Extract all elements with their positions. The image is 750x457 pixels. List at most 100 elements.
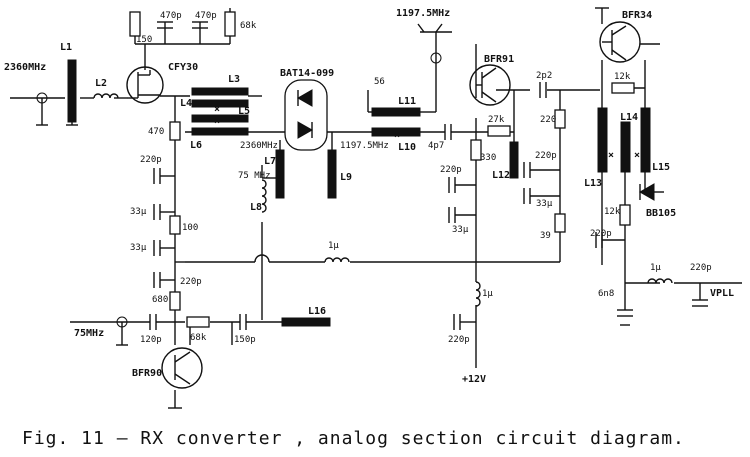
inductor-l1 bbox=[67, 59, 77, 123]
resistor-12k-b bbox=[619, 204, 631, 226]
cap-220p-f bbox=[692, 299, 708, 307]
label-c-33u-c: 33μ bbox=[536, 199, 553, 209]
wires bbox=[10, 8, 742, 408]
ground-symbols bbox=[168, 7, 630, 409]
label-l5: L5 bbox=[238, 106, 250, 117]
cap-220p-b bbox=[153, 272, 161, 288]
cap-6n8 bbox=[617, 309, 633, 317]
label-ind-1u: 1μ bbox=[328, 241, 339, 251]
label-l10: L10 bbox=[398, 142, 416, 153]
label-lo-in: 75MHz bbox=[74, 328, 104, 339]
inductor-1u-b bbox=[475, 281, 481, 307]
inductor-l6 bbox=[191, 127, 249, 136]
label-l14: L14 bbox=[620, 112, 638, 123]
cap-33u-c bbox=[523, 188, 531, 204]
label-l3: L3 bbox=[228, 74, 240, 85]
resistor-330 bbox=[470, 139, 482, 161]
resistor-39 bbox=[554, 213, 566, 233]
resistor-68k-b bbox=[186, 316, 210, 328]
label-q3: BFR34 bbox=[622, 10, 652, 21]
cap-4p7 bbox=[444, 124, 452, 140]
label-r-68k: 68k bbox=[240, 21, 257, 31]
label-in-rf: 2360MHz bbox=[4, 62, 46, 73]
figure-caption: Fig. 11 – RX converter , analog section … bbox=[22, 428, 685, 449]
diode-bat14 bbox=[284, 79, 328, 151]
mark-x-1: × bbox=[214, 104, 220, 115]
cap-470p-b bbox=[192, 21, 208, 29]
inductor-l5 bbox=[191, 114, 249, 123]
label-l13: L13 bbox=[584, 178, 602, 189]
label-ind-1u-c: 1μ bbox=[650, 263, 661, 273]
if-output-port bbox=[417, 23, 452, 64]
label-r-330: 330 bbox=[480, 153, 496, 163]
label-l6: L6 bbox=[190, 140, 202, 151]
diode-bb105 bbox=[638, 183, 664, 201]
label-r-100: 100 bbox=[182, 223, 198, 233]
cap-220p-d bbox=[448, 177, 456, 193]
cap-120p bbox=[149, 314, 157, 330]
cap-470p-a bbox=[157, 21, 173, 29]
label-c-33u-a: 33μ bbox=[130, 207, 147, 217]
transistor-cfy30 bbox=[126, 66, 164, 104]
inductor-l14 bbox=[620, 121, 631, 173]
resistor-150 bbox=[129, 11, 141, 37]
label-l7: L7 bbox=[264, 156, 276, 167]
label-q1: CFY30 bbox=[168, 62, 198, 73]
label-c-220p-f: 220p bbox=[690, 263, 712, 273]
inductor-l3 bbox=[191, 87, 249, 96]
resistor-68k bbox=[224, 11, 236, 37]
inductor-l15 bbox=[640, 107, 651, 173]
resistor-100 bbox=[169, 215, 181, 235]
label-l11: L11 bbox=[398, 96, 416, 107]
label-c-120p: 120p bbox=[140, 335, 162, 345]
resistor-27k bbox=[487, 125, 511, 137]
transistor-bfr91 bbox=[469, 64, 511, 106]
label-out-if: 1197.5MHz bbox=[396, 8, 450, 19]
label-c-150p: 150p bbox=[234, 335, 256, 345]
cap-220p-a bbox=[153, 168, 161, 184]
resistor-220 bbox=[554, 109, 566, 129]
label-c-220p-a: 220p bbox=[140, 155, 162, 165]
label-c-220p-e: 220p bbox=[590, 229, 612, 239]
label-r-150: 150 bbox=[136, 35, 152, 45]
cap-33u-d bbox=[448, 207, 456, 223]
cap-33u-a bbox=[153, 204, 161, 220]
label-q4: BFR90 bbox=[132, 368, 162, 379]
cap-220p-c bbox=[523, 162, 531, 178]
label-l15: L15 bbox=[652, 162, 670, 173]
label-l16: L16 bbox=[308, 306, 326, 317]
label-r-56: 56 bbox=[374, 77, 385, 87]
inductor-1u-c bbox=[647, 278, 673, 284]
mark-x-5: × bbox=[634, 150, 640, 161]
lo-input-port bbox=[116, 316, 128, 346]
inductor-l12 bbox=[509, 141, 519, 179]
label-c-2p2: 2p2 bbox=[536, 71, 552, 81]
resistor-680 bbox=[169, 291, 181, 311]
label-q2: BFR91 bbox=[484, 54, 514, 65]
label-lo-tank: 75 MHz bbox=[238, 171, 271, 181]
inductor-l8 bbox=[261, 179, 267, 213]
label-c-220p-d: 220p bbox=[440, 165, 462, 175]
mark-x-2: × bbox=[214, 116, 220, 127]
mark-x-3: × bbox=[394, 130, 400, 141]
label-l1: L1 bbox=[60, 42, 72, 53]
resistor-470 bbox=[169, 121, 181, 141]
label-ind-1u-b: 1μ bbox=[482, 289, 493, 299]
inductor-l4 bbox=[191, 99, 249, 108]
label-r-220: 220 bbox=[540, 115, 556, 125]
inductor-l9 bbox=[327, 149, 337, 199]
mark-x-4: × bbox=[608, 150, 614, 161]
label-c-470p-a: 470p bbox=[160, 11, 182, 21]
inductor-l2 bbox=[93, 93, 119, 99]
inductor-1u bbox=[324, 257, 350, 263]
label-l4: L4 bbox=[180, 98, 192, 109]
inductor-l13 bbox=[597, 107, 608, 173]
cap-220p-e bbox=[595, 232, 603, 248]
label-vpll: VPLL bbox=[710, 288, 734, 299]
label-d1: BAT14-099 bbox=[280, 68, 334, 79]
transistor-bfr90 bbox=[161, 347, 203, 389]
transistor-bfr34 bbox=[599, 21, 641, 63]
label-c-220p-c: 220p bbox=[535, 151, 557, 161]
label-rf-mid: 2360MHz bbox=[240, 141, 278, 151]
